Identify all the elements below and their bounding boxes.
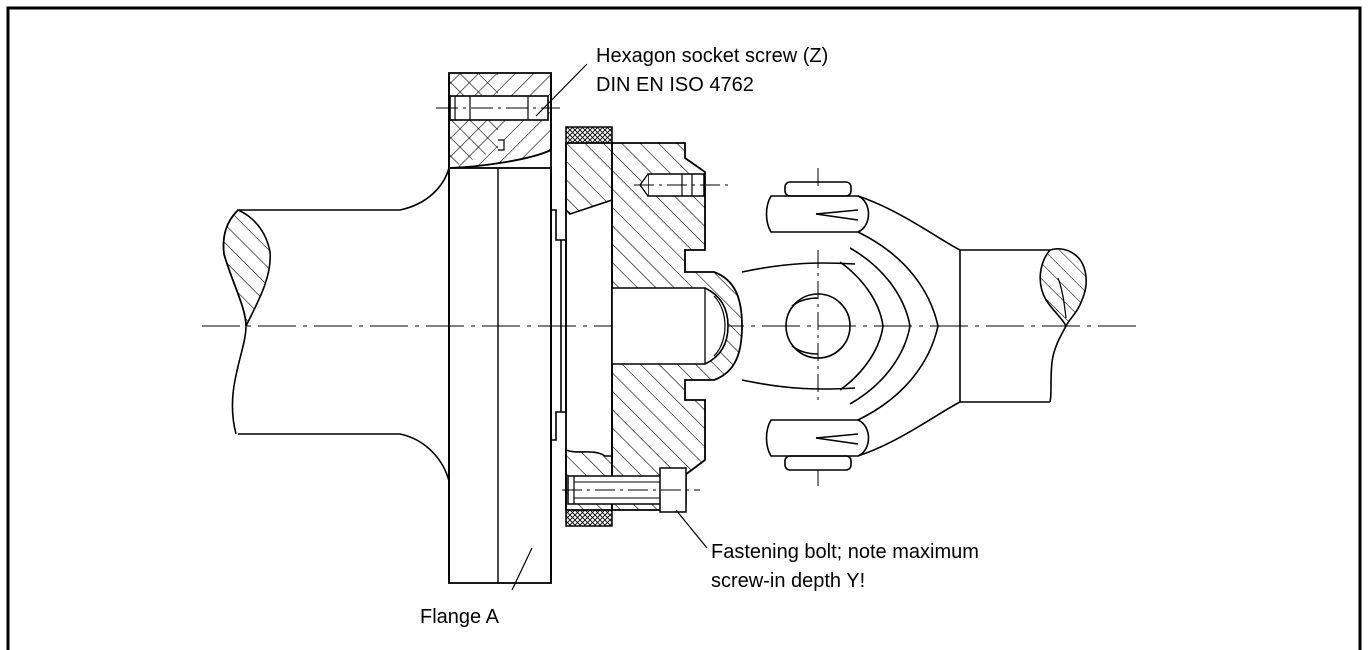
right-shaft-section-hatch [1039,248,1087,328]
flange-a-label: Flange A [420,606,499,628]
leader-flange-a [511,547,533,591]
drawing-frame [6,6,1362,650]
fastening-bolt-label-line2: screw-in depth Y! [711,570,866,592]
hex-socket-screw-label-line2: DIN EN ISO 4762 [596,74,754,96]
left-shaft [222,167,450,482]
leader-fastening-bolt [675,509,708,549]
hex-socket-screw-label: Hexagon socket screw (Z) DIN EN ISO 4762 [596,42,828,100]
leader-hex-screw [535,63,588,117]
hub-spigot [551,209,567,441]
fastening-bolt-label-line1: Fastening bolt; note maximum [711,541,979,563]
right-shaft-break [1049,325,1067,403]
flange-a [436,72,560,584]
driving-hub [562,142,743,513]
left-shaft-section-hatch [222,209,271,327]
hex-socket-screw-label-line1: Hexagon socket screw (Z) [596,45,829,67]
fastening-bolt-label: Fastening bolt; note maximum screw-in de… [711,538,979,596]
universal-joint [741,168,1050,486]
